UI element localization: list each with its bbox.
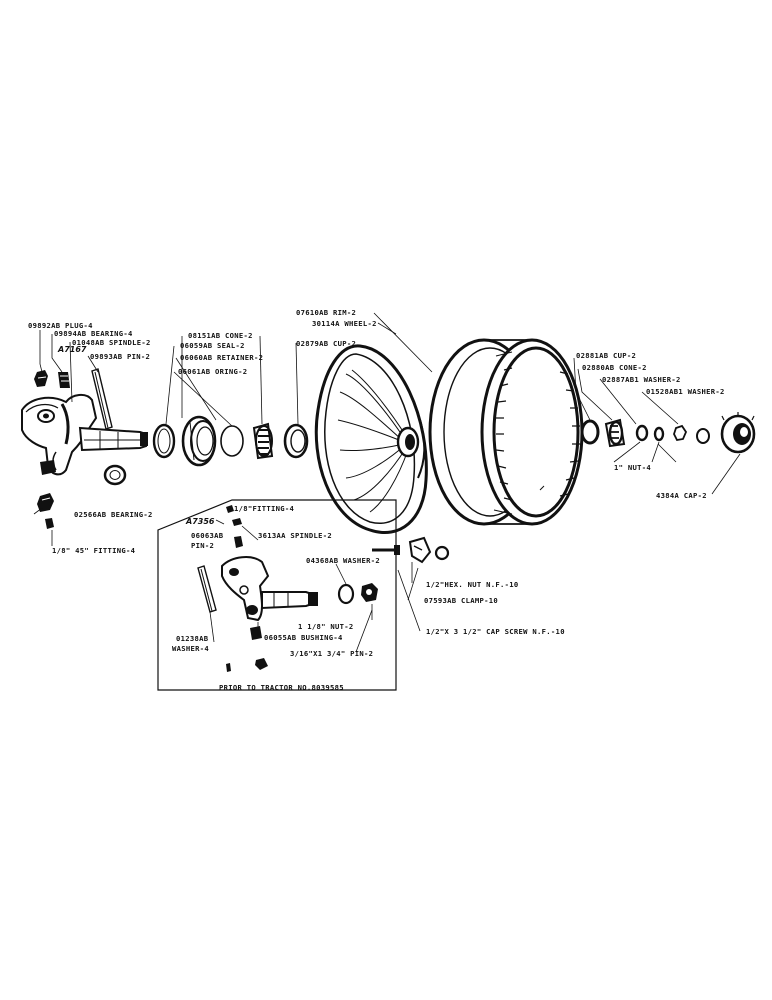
wheel-disc-part (314, 344, 428, 535)
label-bushing: 06055AB BUSHING-4 (264, 633, 343, 642)
inset-bottom-parts (226, 658, 268, 672)
nut-hex-part (696, 428, 710, 444)
label-cone-a: 08151AB CONE-2 (188, 331, 253, 340)
leader-lines (33, 312, 741, 653)
label-pin-c: 3/16"X1 3/4" PIN-2 (290, 649, 373, 658)
label-rim: 07610AB RIM-2 (296, 308, 356, 317)
label-retainer: 06060AB RETAINER-2 (180, 353, 263, 362)
cup-part (283, 423, 309, 459)
inset-pin-part (197, 565, 217, 613)
label-washer-a: 02887AB1 WASHER-2 (602, 375, 681, 384)
part-labels: 09892AB PLUG-4 09894AB BEARING-4 A7167 0… (28, 308, 725, 692)
label-cup-b: 02881AB CUP-2 (576, 351, 636, 360)
cone-b-part (604, 418, 626, 448)
label-cup-a: 02879AB CUP-2 (296, 339, 356, 348)
label-hex-nut: 1/2"HEX. NUT N.F.-10 (426, 580, 519, 589)
lock-washer-part (673, 424, 688, 441)
hex-nut-part (434, 545, 450, 561)
inset-washer-small-part (239, 585, 249, 595)
label-pin-b-1: 06063AB (191, 531, 224, 540)
label-bearing-a: 09894AB BEARING-4 (54, 329, 133, 338)
label-washer-b: 01528AB1 WASHER-2 (646, 387, 725, 396)
spacer-ring-part (152, 423, 176, 459)
plug-part (34, 370, 48, 387)
rim-part (428, 338, 584, 526)
bearing-small-part (58, 372, 70, 388)
washer-small-part (635, 424, 649, 442)
label-washer-d-1: 01238AB (176, 634, 209, 643)
spindle-knuckle-part (21, 394, 148, 476)
label-cap-screw: 1/2"X 3 1/2" CAP SCREW N.F.-10 (426, 627, 565, 636)
label-cap: 4384A CAP-2 (656, 491, 707, 500)
label-bearing-b: 02566AB BEARING-2 (74, 510, 153, 519)
inset-bushing-part (250, 626, 262, 640)
cup-b-part (580, 419, 600, 445)
inset-nut-part (361, 583, 378, 602)
label-fitting-inset: 1/8"FITTING-4 (234, 504, 294, 513)
label-nut-b: 1 1/8" NUT-2 (298, 622, 354, 631)
label-cone-b: 02880AB CONE-2 (582, 363, 647, 372)
fitting-part (37, 493, 54, 529)
label-wheel: 30114A WHEEL-2 (312, 319, 377, 328)
cap-screw-part (372, 545, 400, 555)
label-fitting-45: 1/8" 45" FITTING-4 (52, 546, 135, 555)
label-oring: 06061AB ORING-2 (178, 367, 247, 376)
label-pin-a: 09893AB PIN-2 (90, 352, 150, 361)
seal-retainer-part (181, 415, 217, 467)
label-stamp-inset: A7356 (185, 517, 215, 526)
label-washer-d-2: WASHER-4 (172, 644, 209, 653)
inset-box (157, 499, 397, 691)
nut-small-part (653, 426, 665, 442)
hub-cap-part (720, 412, 756, 454)
label-pin-b-2: PIN-2 (191, 541, 214, 550)
label-clamp: 07593AB CLAMP-10 (424, 596, 498, 605)
label-spindle-b: 3613AA SPINDLE-2 (258, 531, 332, 540)
inset-plug-part (232, 518, 243, 548)
label-prior: PRIOR TO TRACTOR NO.8039585 (219, 683, 344, 692)
clamp-part (408, 536, 432, 564)
label-seal: 06059AB SEAL-2 (180, 341, 245, 350)
label-washer-c: 04368AB WASHER-2 (306, 556, 380, 565)
inset-washer-part (337, 583, 355, 605)
label-nut-1: 1" NUT-4 (614, 463, 651, 472)
cone-bearing-part (252, 422, 274, 460)
label-spindle-a: 01048AB SPINDLE-2 (72, 338, 151, 347)
pin-part (91, 368, 113, 430)
inset-fitting-part (226, 505, 234, 513)
bearing-ring-part (103, 464, 127, 486)
label-plug: 09892AB PLUG-4 (28, 321, 93, 330)
label-stamp-upper: A7167 (57, 345, 87, 354)
